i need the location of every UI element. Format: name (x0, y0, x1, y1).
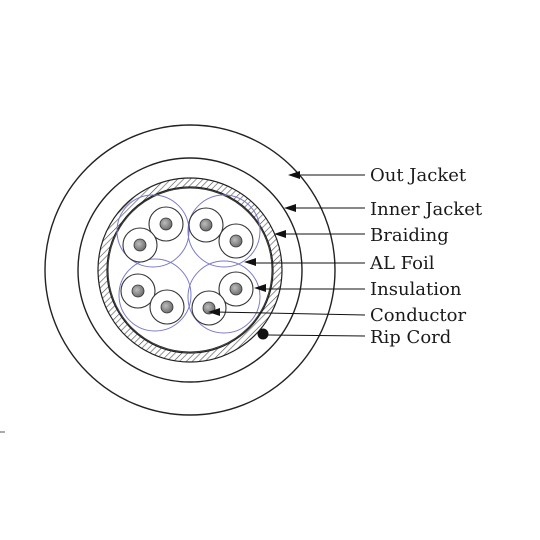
conductor-7 (229, 282, 243, 296)
conductor-1 (159, 217, 173, 231)
label-rip-cord: Rip Cord (370, 327, 451, 348)
leader-lines (208, 171, 366, 337)
pair-ring-top-right (187, 194, 261, 268)
label-insulation: Insulation (370, 279, 462, 300)
arrow-braiding (274, 230, 286, 238)
pair-ring-bottom-left (118, 258, 192, 332)
label-al-foil: AL Foil (369, 253, 435, 274)
arrow-conductor (208, 308, 220, 316)
arrow-out-jacket (288, 171, 300, 179)
label-braiding: Braiding (370, 225, 449, 246)
braiding-band (97, 177, 283, 363)
arrow-inner-jacket (284, 204, 296, 212)
label-out-jacket: Out Jacket (370, 165, 467, 186)
insulated-conductors (120, 206, 254, 326)
conductor-3 (199, 218, 213, 232)
pair-ring-bottom-right (187, 260, 261, 334)
leader-rip-cord (267, 334, 366, 337)
arrow-insulation (254, 284, 266, 292)
pair-ring-top-left (116, 194, 190, 268)
rip-cord-dot (257, 328, 269, 340)
inner-jacket-ring (77, 157, 303, 383)
al-foil-ring (107, 187, 273, 353)
conductor-4 (229, 234, 243, 248)
conductor-6 (160, 300, 174, 314)
label-conductor: Conductor (370, 305, 466, 326)
out-jacket-ring (44, 124, 336, 416)
conductor-5 (131, 284, 145, 298)
leader-conductor (214, 311, 366, 316)
conductor-2 (133, 238, 147, 252)
label-inner-jacket: Inner Jacket (370, 199, 483, 220)
arrow-al-foil (244, 258, 256, 266)
